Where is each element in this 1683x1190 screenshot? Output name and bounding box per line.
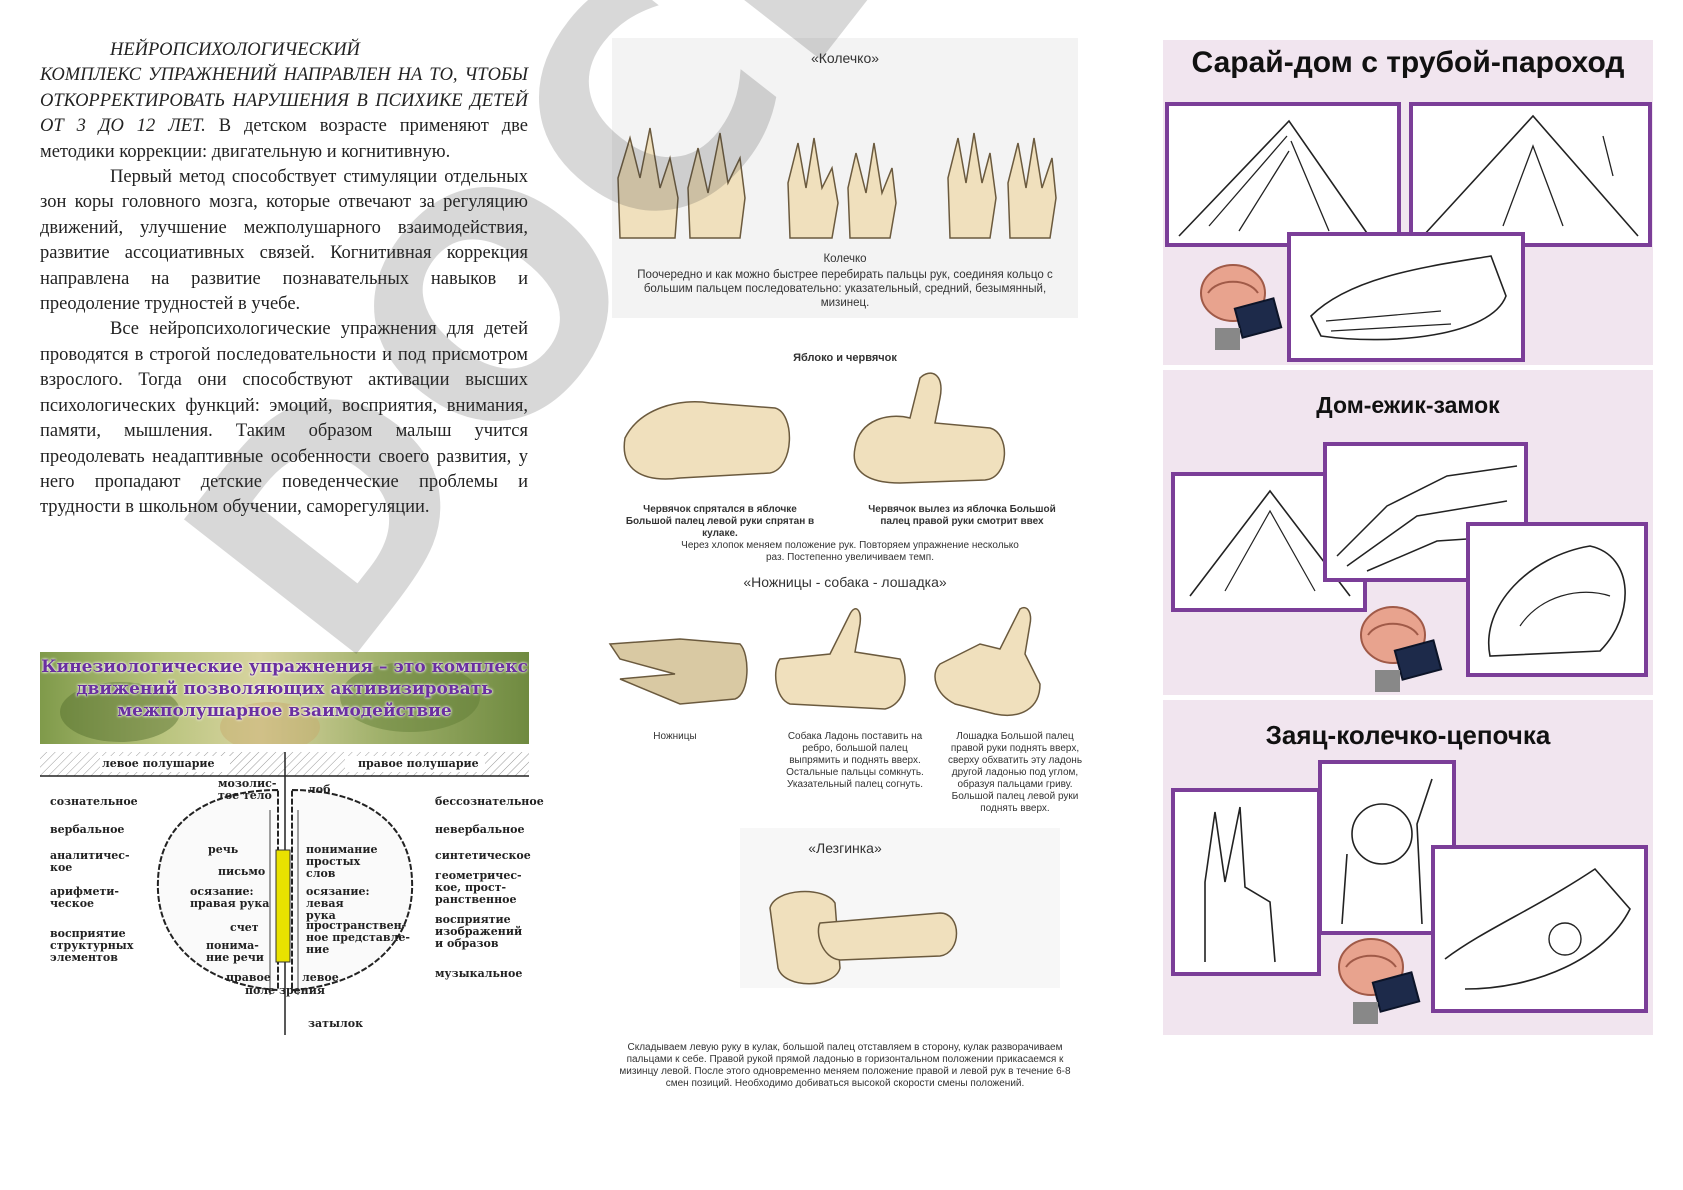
card2-frame-3 [1466, 522, 1648, 677]
center-left-item: правое [226, 971, 271, 984]
card-hare-ring-chain: Заяц-колечко-цепочка [1163, 700, 1653, 1035]
kolechko-panel [612, 38, 1078, 318]
house-chimney-hands-icon [1422, 114, 1639, 237]
card1-frame-1 [1165, 102, 1401, 247]
card-house-hedgehog-lock: Дом-ежик-замок [1163, 370, 1653, 695]
right-item: невербальное [435, 823, 525, 836]
scissors-cap: Ножницы [653, 731, 697, 742]
card1-title: Сарай-дом с трубой-пароход [1191, 46, 1625, 79]
apple-worm-hands-icon [623, 372, 1006, 484]
card3-title: Заяц-колечко-цепочка [1265, 720, 1551, 750]
left-hemisphere-header: левое полушарие [102, 757, 215, 770]
left-item: сознательное [50, 795, 138, 808]
right-item: восприятие изображений и образов [435, 913, 523, 950]
card1-frame-2 [1409, 102, 1652, 247]
banner-title: Кинезиологические упражнения – это компл… [41, 657, 528, 721]
right-hemisphere-header: правое полушарие [358, 757, 479, 770]
exercises-paragraph: Все нейропсихологические упражнения для … [40, 319, 528, 518]
center-right-item: лоб [308, 783, 331, 796]
center-left-item: понима-ние речи [206, 939, 264, 964]
method-paragraph: Первый метод способствует стимуляции отд… [40, 167, 528, 315]
chain-hands-icon [1444, 867, 1631, 990]
center-left-item: счет [230, 921, 259, 934]
exercises-column: «Колечко» Колечко Поочередно и как можно… [600, 38, 1090, 1118]
center-left-item: мозолис-тое тело [218, 777, 277, 802]
left-item: восприятие структурных элементов [50, 927, 134, 964]
kolechko-title: «Колечко» [810, 50, 880, 66]
card1-frame-3 [1287, 232, 1525, 362]
left-item: арифмети-ческое [50, 885, 119, 910]
brain-sketch [40, 752, 529, 1035]
card3-frame-3 [1431, 845, 1648, 1013]
lezginka-desc: Складываем левую руку в кулак, большой п… [619, 1042, 1071, 1089]
kolechko-name: Колечко [823, 253, 867, 265]
scissors-title: «Ножницы - собака - лошадка» [743, 574, 947, 590]
kolechko-desc: Поочередно и как можно быстрее перебират… [637, 269, 1053, 309]
right-item: бессознательное [435, 795, 544, 808]
left-item: аналитичес-кое [50, 849, 130, 874]
brain-mascot-icon [1360, 606, 1443, 692]
right-item: музыкальное [435, 967, 523, 980]
center-right-item: осязание: левая рука [306, 885, 370, 922]
horse-cap: Лошадка Большой палец правой руки поднят… [947, 731, 1083, 814]
card2-title: Дом-ежик-замок [1316, 392, 1500, 418]
lezginka-hands-icon [769, 890, 958, 985]
center-left-item: осязание: правая рука [190, 885, 270, 910]
brain-mascot-icon [1338, 938, 1421, 1024]
card3-frame-1 [1171, 788, 1321, 976]
left-item: вербальное [50, 823, 125, 836]
hare-hand-icon [1204, 806, 1276, 963]
brain-hemispheres-diagram: левое полушарие правое полушарие сознате… [40, 750, 544, 1035]
apple-note: Через хлопок меняем положение рук. Повто… [681, 540, 1019, 563]
dog-cap: Собака Ладонь поставить на ребро, большо… [786, 731, 924, 790]
brain-mascot-icon [1200, 264, 1283, 350]
lock-hands-icon [1487, 545, 1626, 657]
center-left-item: письмо [218, 865, 266, 878]
lezginka-title: «Лезгинка» [808, 840, 882, 856]
right-item: синтетическое [435, 849, 531, 862]
kolechko-hands-icon [617, 127, 1057, 239]
center-left-item: речь [208, 843, 239, 856]
ship-hands-icon [1310, 255, 1507, 341]
occiput-label: затылок [308, 1017, 364, 1030]
right-item: геометричес-кое, прост-ранственное [435, 869, 522, 906]
ring-hand-icon [1341, 778, 1433, 925]
center-right-item: понимание простых слов [306, 843, 378, 880]
center-right-item: пространствен-ное представле-ние [306, 919, 410, 956]
center-right-item: левое [302, 971, 339, 984]
apple-right-cap: Червячок вылез из яблочка Большой палец … [868, 504, 1056, 527]
vision-field-label: поле зрения [245, 984, 326, 997]
apple-title: Яблоко и червячок [793, 352, 897, 364]
kinesiology-banner: Кинезиологические упражнения – это компл… [40, 652, 529, 744]
card-barn-house-ship: Сарай-дом с трубой-пароход [1163, 40, 1653, 365]
scissors-dog-horse-hands-icon [608, 607, 1041, 716]
barn-hands-icon [1178, 119, 1370, 237]
apple-left-cap: Червячок спрятался в яблочке Большой пал… [625, 504, 815, 539]
